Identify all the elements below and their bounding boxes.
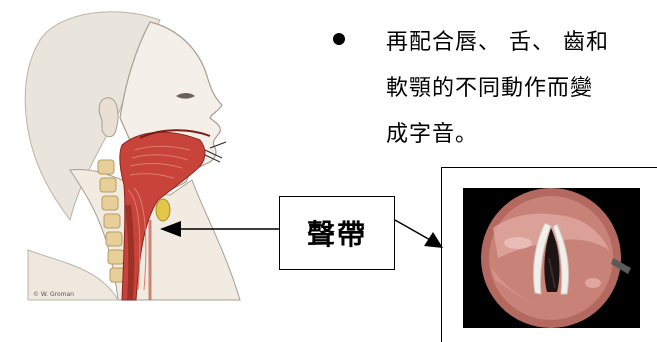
bullet-line-3: 成字音。 xyxy=(386,112,656,158)
vocal-cords-endoscopy-photo xyxy=(463,188,640,328)
bullet-line-2: 軟顎的不同動作而變 xyxy=(386,66,656,112)
bullet-dot xyxy=(333,33,345,45)
bullet-line-1: 再配合唇、 舌、 齒和 xyxy=(386,20,656,66)
vocal-cords-label: 聲帶 xyxy=(307,213,367,253)
head-neck-anatomy-illustration xyxy=(0,0,300,339)
bullet-text: 再配合唇、 舌、 齒和 軟顎的不同動作而變 成字音。 xyxy=(386,20,656,158)
arrow-to-photo xyxy=(395,220,432,241)
vocal-cords-label-box: 聲帶 xyxy=(279,196,395,270)
